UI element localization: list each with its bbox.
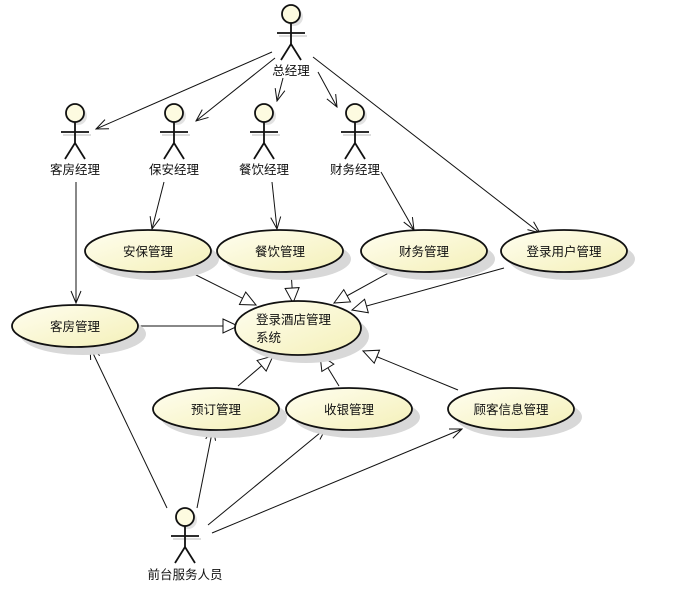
assoc-front-customer <box>211 429 462 534</box>
actor-figure-icon <box>250 103 280 160</box>
usecase-catering[interactable]: 餐饮管理 <box>216 229 351 280</box>
assoc-front-cashier <box>207 428 326 526</box>
assoc-gm-food-mgr <box>277 77 283 101</box>
gen-security-system <box>185 269 258 306</box>
usecase-label: 预订管理 <box>191 402 242 417</box>
association-lines <box>76 51 540 534</box>
usecase-label: 客房管理 <box>50 319 101 334</box>
usecase-label: 财务管理 <box>399 244 450 259</box>
assoc-gm-sec-mgr <box>196 57 276 121</box>
assoc-fin-mgr-finance <box>380 171 414 230</box>
gen-booking-system <box>237 355 274 387</box>
gen-customer-system <box>361 349 459 391</box>
usecase-security[interactable]: 安保管理 <box>84 229 219 280</box>
actor-gm[interactable]: 总经理 <box>272 4 310 78</box>
usecase-rooms[interactable]: 客房管理 <box>11 304 146 355</box>
gen-users-system <box>350 267 505 314</box>
actor-figure-icon <box>61 103 91 160</box>
usecase-label: 顾客信息管理 <box>473 402 549 417</box>
assoc-food-mgr-catering <box>272 181 277 229</box>
actor-room-mgr[interactable]: 客房经理 <box>50 103 101 177</box>
actor-figure-icon <box>171 507 201 564</box>
actor-figure-icon <box>160 103 190 160</box>
actor-fin-mgr[interactable]: 财务经理 <box>330 103 381 177</box>
usecase-customer[interactable]: 顾客信息管理 <box>447 387 582 438</box>
usecase-label-line1: 登录酒店管理 <box>256 312 332 327</box>
usecase-finance[interactable]: 财务管理 <box>360 229 495 280</box>
usecase-booking[interactable]: 预订管理 <box>152 387 287 438</box>
usecase-label-line2: 系统 <box>256 330 281 345</box>
usecase-system[interactable]: 登录酒店管理 系统 <box>234 300 369 363</box>
assoc-gm-room-mgr <box>96 51 273 129</box>
gen-finance-system <box>332 269 395 304</box>
actor-food-mgr[interactable]: 餐饮经理 <box>239 103 290 177</box>
actor-label: 财务经理 <box>330 162 381 177</box>
usecase-label: 安保管理 <box>123 244 174 259</box>
usecase-cashier[interactable]: 收银管理 <box>285 387 420 438</box>
assoc-gm-users <box>312 56 540 233</box>
actor-figure-icon <box>277 4 307 61</box>
actor-label: 客房经理 <box>50 162 101 177</box>
usecase-users[interactable]: 登录用户管理 <box>500 229 635 280</box>
usecase-label: 收银管理 <box>324 402 375 417</box>
actor-front-desk[interactable]: 前台服务人员 <box>147 507 223 582</box>
actor-figure-icon <box>341 103 371 160</box>
actor-label: 保安经理 <box>149 162 200 177</box>
usecase-label: 登录用户管理 <box>526 244 602 259</box>
assoc-sec-mgr-security <box>152 181 165 229</box>
assoc-front-booking <box>196 428 213 509</box>
actor-label: 前台服务人员 <box>147 567 222 582</box>
actor-label: 总经理 <box>272 63 310 78</box>
assoc-gm-fin-mgr <box>317 71 337 107</box>
usecase-label: 餐饮管理 <box>255 244 306 259</box>
actor-sec-mgr[interactable]: 保安经理 <box>149 103 200 177</box>
assoc-front-rooms <box>90 347 168 509</box>
actor-label: 餐饮经理 <box>239 162 290 177</box>
